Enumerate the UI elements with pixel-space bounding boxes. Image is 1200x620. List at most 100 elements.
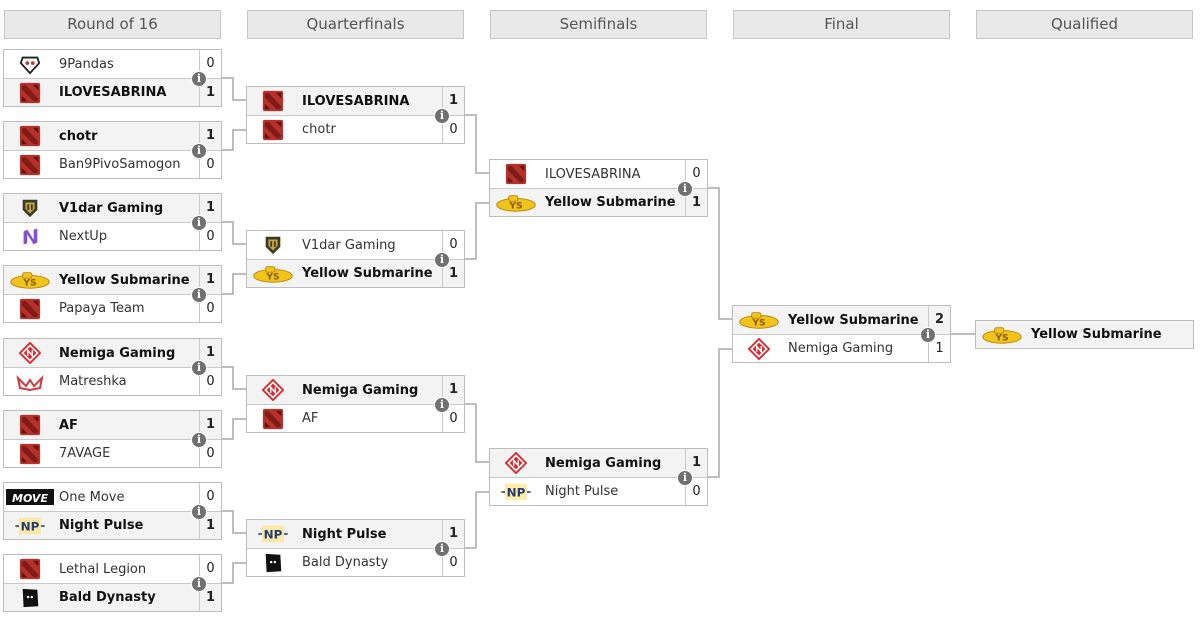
team-row[interactable]: Ban9PivoSamogon 0 [4, 150, 221, 178]
match-r16-1: 9Pandas 0 ILOVESABRINA 1 i [3, 49, 222, 107]
team-row[interactable]: 7AVAGE 0 [4, 439, 221, 467]
nemiga-logo [247, 376, 299, 404]
team-row[interactable]: NextUp 0 [4, 222, 221, 250]
team-name: Ban9PivoSamogon [59, 157, 181, 172]
team-row[interactable]: Papaya Team 0 [4, 294, 221, 322]
team-row[interactable]: Bald Dynasty 1 [4, 583, 221, 611]
dota-logo [4, 295, 56, 323]
team-row[interactable]: ILOVESABRINA 0 [490, 160, 707, 188]
yellow-submarine-logo [247, 260, 299, 288]
team-row[interactable]: Nemiga Gaming 1 [733, 334, 950, 362]
qualified-team[interactable]: Yellow Submarine [975, 320, 1194, 349]
team-row[interactable]: chotr 1 [4, 122, 221, 150]
team-row[interactable]: Yellow Submarine 2 [733, 306, 950, 334]
team-name: Papaya Team [59, 301, 145, 316]
dota-logo [4, 411, 56, 439]
team-row[interactable]: AF 1 [4, 411, 221, 439]
match-r16-7: One Move 0 Night Pulse 1 i [3, 482, 222, 540]
team-row[interactable]: Night Pulse 1 [247, 520, 464, 548]
match-qf-1: ILOVESABRINA 1 chotr 0 i [246, 86, 465, 144]
match-info-icon[interactable]: i [191, 360, 207, 376]
team-row[interactable]: AF 0 [247, 404, 464, 432]
team-score: 0 [199, 50, 221, 78]
team-row[interactable]: Night Pulse 1 [4, 511, 221, 539]
dota-logo [4, 151, 56, 179]
team-name: Nemiga Gaming [788, 341, 894, 356]
match-r16-6: AF 1 7AVAGE 0 i [3, 410, 222, 468]
match-info-icon[interactable]: i [191, 576, 207, 592]
team-score: 1 [199, 79, 221, 106]
yellow-submarine-logo [4, 266, 56, 294]
night-pulse-logo [247, 520, 299, 548]
team-row[interactable]: V1dar Gaming 1 [4, 194, 221, 222]
bald-dynasty-logo [4, 584, 56, 612]
team-score: 1 [199, 339, 221, 367]
dota-logo [247, 116, 299, 144]
match-info-icon[interactable]: i [920, 327, 936, 343]
team-row[interactable]: Night Pulse 0 [490, 477, 707, 505]
team-score: 1 [199, 584, 221, 611]
team-score: 0 [199, 440, 221, 467]
dota-logo [4, 555, 56, 583]
team-row[interactable]: Yellow Submarine 1 [4, 266, 221, 294]
match-info-icon[interactable]: i [434, 252, 450, 268]
match-info-icon[interactable]: i [191, 71, 207, 87]
yellow-submarine-logo [733, 306, 785, 334]
team-score: 0 [442, 231, 464, 259]
team-score: 1 [442, 260, 464, 287]
match-qf-3: Nemiga Gaming 1 AF 0 i [246, 375, 465, 433]
match-info-icon[interactable]: i [434, 541, 450, 557]
team-name: chotr [302, 122, 336, 137]
match-info-icon[interactable]: i [677, 181, 693, 197]
team-score: 0 [199, 555, 221, 583]
nemiga-logo [4, 339, 56, 367]
team-row[interactable]: Nemiga Gaming 1 [4, 339, 221, 367]
match-r16-5: Nemiga Gaming 1 Matreshka 0 i [3, 338, 222, 396]
team-row[interactable]: Nemiga Gaming 1 [247, 376, 464, 404]
dota-logo [4, 122, 56, 150]
dota-logo [247, 87, 299, 115]
match-info-icon[interactable]: i [191, 432, 207, 448]
dota-logo [247, 405, 299, 433]
v1dar-logo [4, 194, 56, 222]
nemiga-logo [490, 449, 542, 477]
team-name: Night Pulse [545, 484, 619, 499]
match-info-icon[interactable]: i [191, 287, 207, 303]
round-header-quarterfinals: Quarterfinals [247, 10, 464, 39]
team-row[interactable]: Lethal Legion 0 [4, 555, 221, 583]
qualified-team-name: Yellow Submarine [1031, 327, 1162, 342]
team-row[interactable]: V1dar Gaming 0 [247, 231, 464, 259]
team-score: 0 [199, 295, 221, 322]
team-row[interactable]: One Move 0 [4, 483, 221, 511]
team-row[interactable]: chotr 0 [247, 115, 464, 143]
team-name: Nemiga Gaming [545, 455, 662, 471]
match-info-icon[interactable]: i [191, 215, 207, 231]
match-info-icon[interactable]: i [191, 143, 207, 159]
team-row[interactable]: Matreshka 0 [4, 367, 221, 395]
round-header-qualified: Qualified [976, 10, 1193, 39]
team-row[interactable]: Yellow Submarine 1 [490, 188, 707, 216]
v1dar-logo [247, 231, 299, 259]
team-score: 0 [199, 368, 221, 395]
team-row[interactable]: Yellow Submarine 1 [247, 259, 464, 287]
match-info-icon[interactable]: i [434, 108, 450, 124]
night-pulse-logo [4, 512, 56, 540]
matreshka-logo [4, 368, 56, 396]
team-score: 1 [442, 376, 464, 404]
match-r16-4: Yellow Submarine 1 Papaya Team 0 i [3, 265, 222, 323]
team-row[interactable]: Nemiga Gaming 1 [490, 449, 707, 477]
match-info-icon[interactable]: i [191, 504, 207, 520]
9pandas-logo [4, 50, 56, 78]
night-pulse-logo [490, 478, 542, 506]
team-score: 1 [442, 87, 464, 115]
team-row[interactable]: ILOVESABRINA 1 [247, 87, 464, 115]
match-info-icon[interactable]: i [434, 397, 450, 413]
team-row[interactable]: 9Pandas 0 [4, 50, 221, 78]
team-row[interactable]: ILOVESABRINA 1 [4, 78, 221, 106]
team-score: 0 [685, 160, 707, 188]
team-score: 1 [199, 194, 221, 222]
team-row[interactable]: Bald Dynasty 0 [247, 548, 464, 576]
match-info-icon[interactable]: i [677, 470, 693, 486]
dota-logo [490, 160, 542, 188]
team-score: 0 [685, 478, 707, 505]
